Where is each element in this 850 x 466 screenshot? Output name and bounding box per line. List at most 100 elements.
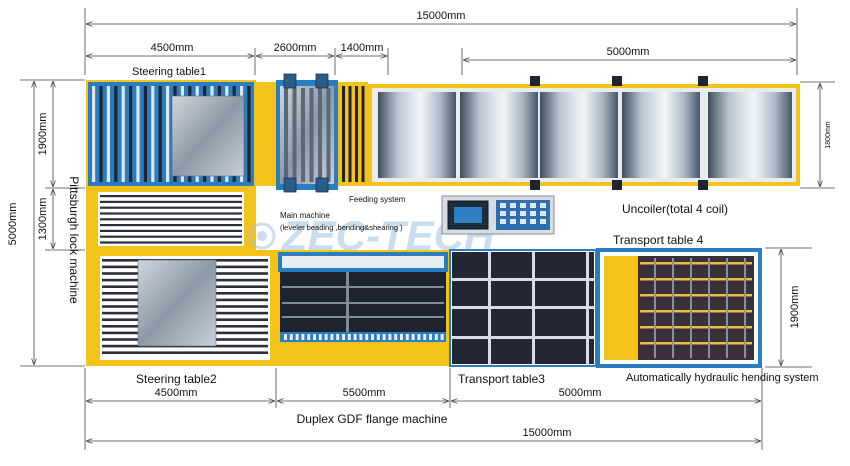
coil (378, 92, 456, 178)
rail (282, 286, 444, 288)
panel-button (530, 211, 536, 216)
coil (708, 92, 792, 178)
dim-right-1800: 1800mm (825, 121, 832, 148)
roller (342, 86, 345, 182)
roller (129, 86, 133, 182)
panel-button (500, 219, 506, 224)
roller (361, 86, 365, 182)
roller (114, 86, 118, 182)
dim-total-bottom: 15000mm (523, 427, 572, 439)
transport-table-3 (449, 249, 597, 367)
panel-button (510, 219, 516, 224)
tooth (400, 334, 403, 340)
tooth (318, 334, 322, 340)
dim-right-1900: 1900mm (789, 286, 801, 329)
roller (143, 86, 147, 182)
tooth (382, 334, 386, 340)
rail (640, 326, 752, 329)
panel-button (530, 203, 536, 208)
tooth (388, 334, 392, 340)
tooth (394, 334, 398, 340)
roller (166, 86, 170, 182)
roller (151, 86, 155, 182)
rail (708, 258, 710, 358)
rail (346, 272, 349, 332)
rail (586, 252, 589, 364)
dim-left-5000: 5000mm (7, 203, 19, 246)
rail (640, 262, 752, 265)
hydraulic-bending-system (596, 248, 762, 368)
roller (121, 86, 125, 182)
rail (640, 342, 752, 345)
dim-left-1300: 1300mm (37, 198, 49, 241)
label-steering-table-2: Steering table2 (136, 372, 217, 386)
tooth (411, 334, 415, 340)
roller (100, 224, 242, 227)
tooth (336, 334, 340, 340)
panel-button (520, 211, 526, 216)
roller (100, 235, 242, 238)
right-dimension-lines (765, 81, 835, 368)
tooth (342, 334, 345, 340)
label-duplex-gdf: Duplex GDF flange machine (297, 412, 448, 426)
roller (318, 88, 322, 182)
rail (654, 258, 656, 358)
pittsburgh-lock-machine (86, 188, 256, 250)
panel-button (520, 219, 526, 224)
label-steering-table-1: Steering table1 (132, 66, 206, 78)
tooth (440, 334, 444, 340)
panel-button (530, 219, 536, 224)
tooth (284, 334, 287, 340)
rail (282, 316, 444, 318)
panel-button (540, 211, 546, 216)
dim-5000-top: 5000mm (607, 46, 650, 58)
rail (726, 258, 728, 358)
roller (100, 200, 242, 203)
roller (247, 86, 251, 182)
dim-5500: 5500mm (343, 387, 386, 399)
roller (100, 241, 242, 244)
tooth (324, 334, 328, 340)
tooth (347, 334, 351, 340)
roller (100, 206, 242, 209)
roller (100, 229, 242, 232)
tooth (429, 334, 432, 340)
dim-4500-top: 4500mm (151, 42, 194, 54)
rail (452, 278, 594, 281)
tooth (307, 334, 311, 340)
coil (540, 92, 618, 178)
rail (488, 252, 491, 364)
label-main-machine-detail: (leveler beading ,bending&shearing ) (280, 223, 403, 232)
uncoiler (368, 76, 800, 190)
tooth (434, 334, 438, 340)
rail (640, 278, 752, 281)
rail (452, 336, 594, 339)
label-hydraulic-bending: Automatically hydraulic hending system (626, 372, 819, 384)
panel-button (500, 211, 506, 216)
tooth (376, 334, 380, 340)
tooth (417, 334, 421, 340)
tooth (365, 334, 369, 340)
rail (640, 310, 752, 313)
tooth (313, 334, 316, 340)
panel-button (500, 203, 506, 208)
roller (99, 86, 103, 182)
control-panel (441, 195, 555, 235)
dim-total-top: 15000mm (417, 10, 466, 22)
roller (100, 195, 242, 198)
roller (309, 88, 314, 182)
label-feeding-system: Feeding system (349, 195, 406, 204)
roller (158, 86, 162, 182)
coil (460, 92, 538, 178)
roller (106, 86, 110, 182)
tooth (353, 334, 357, 340)
panel-button (540, 203, 546, 208)
label-pittsburgh: Pittsburgh lock machine (67, 176, 81, 304)
bottom-dimension-lines (84, 368, 763, 450)
rail (282, 302, 444, 304)
coil (622, 92, 700, 178)
roller (292, 88, 297, 182)
rail (452, 306, 594, 309)
left-dimension-lines (20, 79, 85, 367)
